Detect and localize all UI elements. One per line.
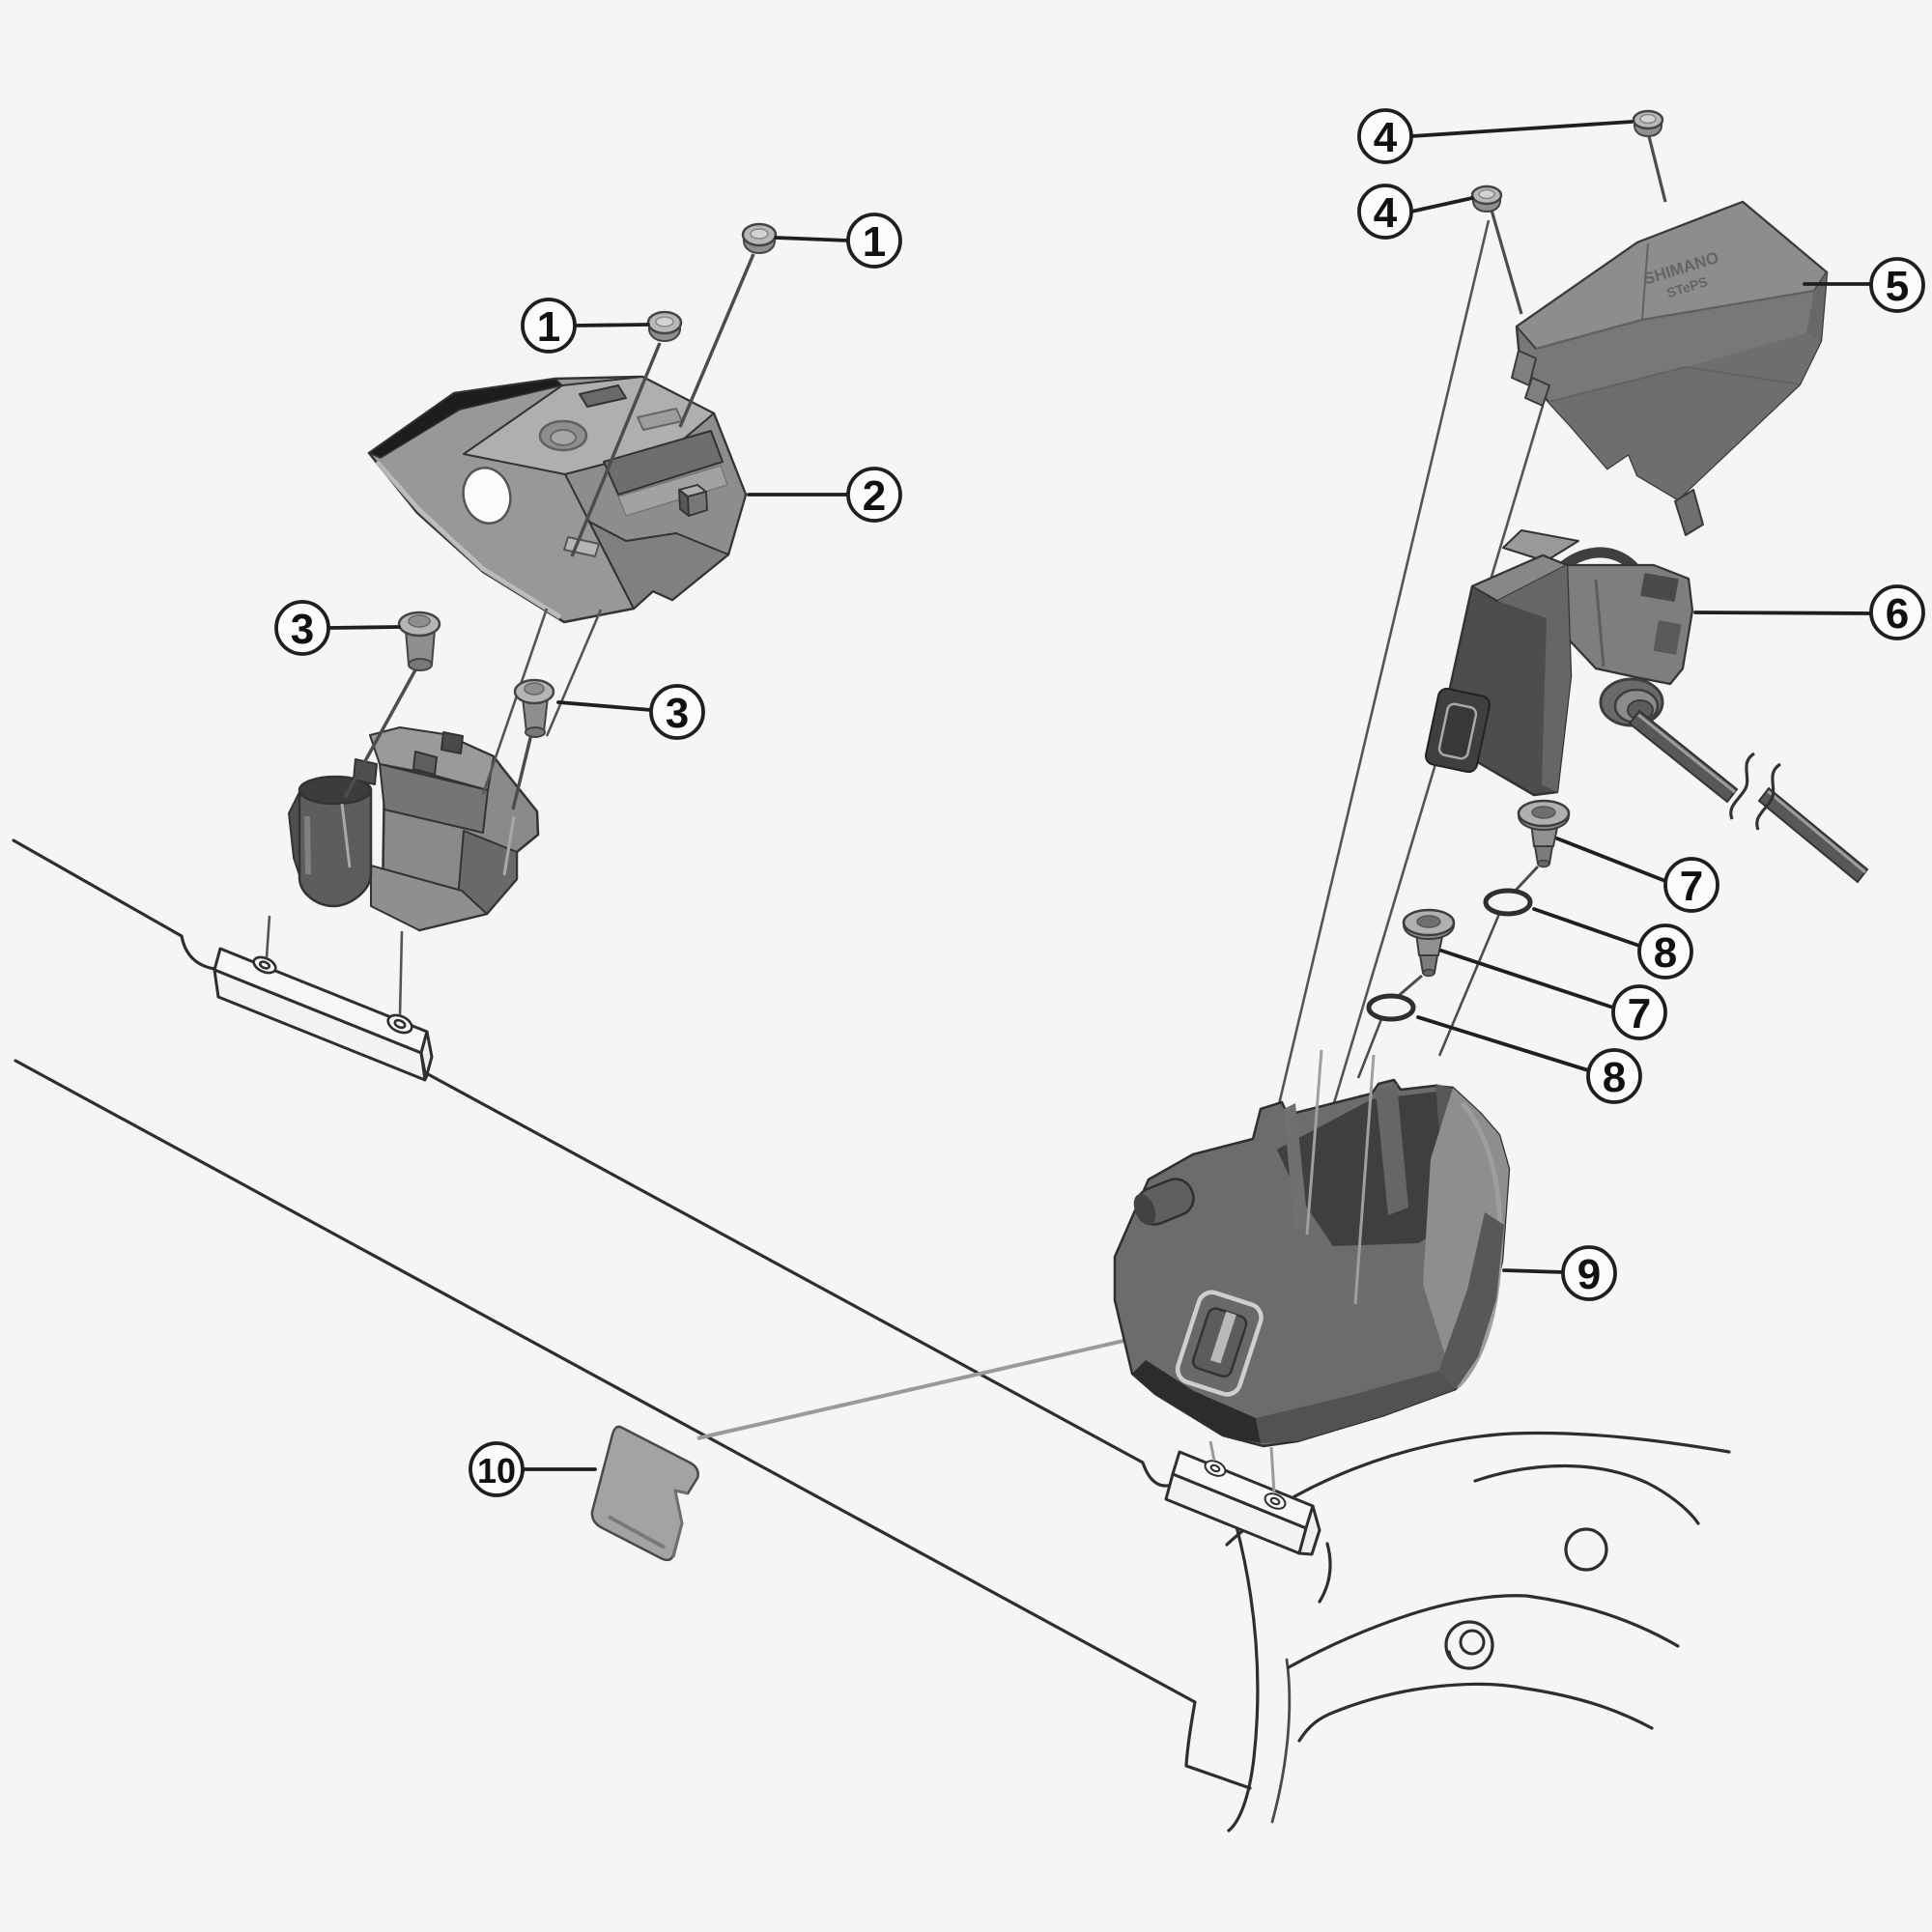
- svg-text:7: 7: [1680, 863, 1703, 910]
- svg-text:9: 9: [1577, 1251, 1601, 1298]
- svg-text:4: 4: [1374, 189, 1398, 237]
- svg-text:7: 7: [1628, 990, 1651, 1037]
- svg-text:4: 4: [1374, 114, 1398, 161]
- svg-text:10: 10: [477, 1451, 516, 1491]
- svg-text:8: 8: [1603, 1054, 1626, 1101]
- svg-text:2: 2: [863, 472, 886, 520]
- svg-text:3: 3: [666, 690, 689, 737]
- svg-text:1: 1: [537, 303, 560, 351]
- svg-text:3: 3: [291, 606, 314, 653]
- svg-text:8: 8: [1654, 929, 1677, 977]
- svg-text:1: 1: [863, 218, 886, 266]
- svg-text:6: 6: [1886, 590, 1909, 638]
- svg-text:5: 5: [1886, 263, 1909, 310]
